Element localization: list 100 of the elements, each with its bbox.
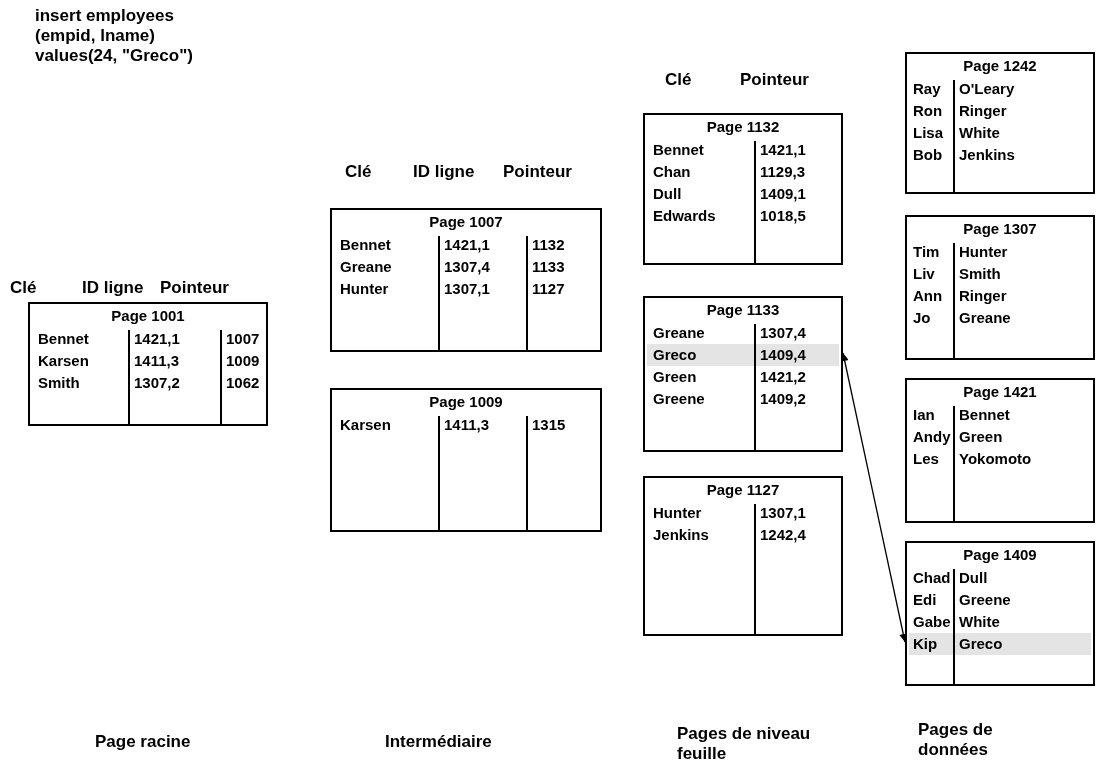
page-heading: Page 1421 bbox=[962, 383, 1038, 401]
last-name: White bbox=[959, 124, 1000, 142]
index-page-box bbox=[905, 541, 1095, 686]
row-id: 1307,2 bbox=[134, 374, 180, 392]
index-page-box bbox=[330, 208, 602, 352]
key-value: Smith bbox=[38, 374, 80, 392]
index-page-box bbox=[28, 302, 268, 426]
key-value: Chan bbox=[653, 163, 691, 181]
pointer-value: 1007 bbox=[226, 330, 260, 348]
index-page-box bbox=[330, 388, 602, 532]
key-value: Dull bbox=[653, 185, 682, 203]
row-id: 1421,1 bbox=[444, 236, 490, 254]
column-header: Pointeur bbox=[160, 278, 229, 298]
last-name: Greco bbox=[959, 635, 1003, 653]
first-name: Les bbox=[913, 450, 939, 468]
pointer-value: 1421,1 bbox=[760, 141, 806, 159]
last-name: White bbox=[959, 613, 1000, 631]
pointer-value: 1009 bbox=[226, 352, 260, 370]
level-caption: Pages de niveau feuille bbox=[677, 724, 812, 764]
key-value: Greane bbox=[340, 258, 392, 276]
first-name: Bob bbox=[913, 146, 943, 164]
key-value: Karsen bbox=[38, 352, 89, 370]
page-heading: Page 1133 bbox=[705, 301, 781, 319]
row-id: 1411,3 bbox=[134, 352, 180, 370]
key-value: Greene bbox=[653, 390, 705, 408]
row-id: 1411,3 bbox=[444, 416, 490, 434]
last-name: O'Leary bbox=[959, 80, 1015, 98]
column-header: Pointeur bbox=[740, 70, 809, 90]
key-value: Karsen bbox=[340, 416, 391, 434]
first-name: Ann bbox=[913, 287, 943, 305]
first-name: Andy bbox=[913, 428, 951, 446]
page-heading: Page 1307 bbox=[962, 220, 1038, 238]
last-name: Jenkins bbox=[959, 146, 1015, 164]
last-name: Green bbox=[959, 428, 1003, 446]
key-value: Green bbox=[653, 368, 697, 386]
pointer-value: 1129,3 bbox=[760, 163, 806, 181]
index-page-box bbox=[905, 215, 1095, 360]
last-name: Greene bbox=[959, 591, 1011, 609]
last-name: Greane bbox=[959, 309, 1011, 327]
pointer-value: 1409,2 bbox=[760, 390, 806, 408]
row-id: 1307,4 bbox=[444, 258, 490, 276]
first-name: Liv bbox=[913, 265, 935, 283]
index-page-box bbox=[643, 113, 843, 265]
first-name: Lisa bbox=[913, 124, 943, 142]
last-name: Hunter bbox=[959, 243, 1008, 261]
column-header: Clé bbox=[10, 278, 37, 298]
pointer-value: 1307,1 bbox=[760, 504, 806, 522]
row-id: 1421,1 bbox=[134, 330, 180, 348]
column-header: Clé bbox=[665, 70, 692, 90]
last-name: Yokomoto bbox=[959, 450, 1032, 468]
key-value: Jenkins bbox=[653, 526, 709, 544]
first-name: Jo bbox=[913, 309, 931, 327]
pointer-value: 1242,4 bbox=[760, 526, 806, 544]
index-page-box bbox=[643, 296, 843, 452]
level-caption: Pages de données bbox=[918, 720, 994, 760]
pointer-value: 1409,4 bbox=[760, 346, 806, 364]
pointer-value: 1315 bbox=[532, 416, 566, 434]
page-heading: Page 1009 bbox=[428, 393, 504, 411]
page-heading: Page 1127 bbox=[705, 481, 781, 499]
first-name: Gabe bbox=[913, 613, 951, 631]
first-name: Ron bbox=[913, 102, 943, 120]
pointer-value: 1132 bbox=[532, 236, 565, 254]
first-name: Ray bbox=[913, 80, 941, 98]
page-heading: Page 1001 bbox=[110, 307, 186, 325]
first-name: Ian bbox=[913, 406, 935, 424]
pointer-value: 1018,5 bbox=[760, 207, 806, 225]
key-value: Edwards bbox=[653, 207, 716, 225]
key-value: Hunter bbox=[653, 504, 702, 522]
index-page-box bbox=[905, 52, 1095, 194]
level-caption: Intermédiaire bbox=[385, 732, 492, 752]
first-name: Kip bbox=[913, 635, 938, 653]
first-name: Tim bbox=[913, 243, 940, 261]
key-value: Greane bbox=[653, 324, 705, 342]
page-heading: Page 1242 bbox=[962, 57, 1038, 75]
first-name: Chad bbox=[913, 569, 951, 587]
column-header: Pointeur bbox=[503, 162, 572, 182]
index-page-box bbox=[905, 378, 1095, 523]
pointer-value: 1307,4 bbox=[760, 324, 806, 342]
sql-statement: insert employees (empid, lname) values(24, "Greco") bbox=[35, 6, 194, 66]
pointer-value: 1133 bbox=[532, 258, 565, 276]
pointer-value: 1127 bbox=[532, 280, 565, 298]
last-name: Ringer bbox=[959, 102, 1007, 120]
row-id: 1307,1 bbox=[444, 280, 490, 298]
page-heading: Page 1007 bbox=[428, 213, 504, 231]
first-name: Edi bbox=[913, 591, 937, 609]
page-heading: Page 1132 bbox=[705, 118, 781, 136]
level-caption: Page racine bbox=[95, 732, 191, 752]
key-value: Greco bbox=[653, 346, 697, 364]
column-header: ID ligne bbox=[82, 278, 144, 298]
last-name: Smith bbox=[959, 265, 1001, 283]
pointer-value: 1421,2 bbox=[760, 368, 806, 386]
last-name: Dull bbox=[959, 569, 988, 587]
page-heading: Page 1409 bbox=[962, 546, 1038, 564]
pointer-value: 1062 bbox=[226, 374, 260, 392]
column-header: Clé bbox=[345, 162, 372, 182]
arrow bbox=[840, 352, 908, 643]
key-value: Bennet bbox=[38, 330, 89, 348]
key-value: Hunter bbox=[340, 280, 389, 298]
last-name: Ringer bbox=[959, 287, 1007, 305]
pointer-value: 1409,1 bbox=[760, 185, 806, 203]
